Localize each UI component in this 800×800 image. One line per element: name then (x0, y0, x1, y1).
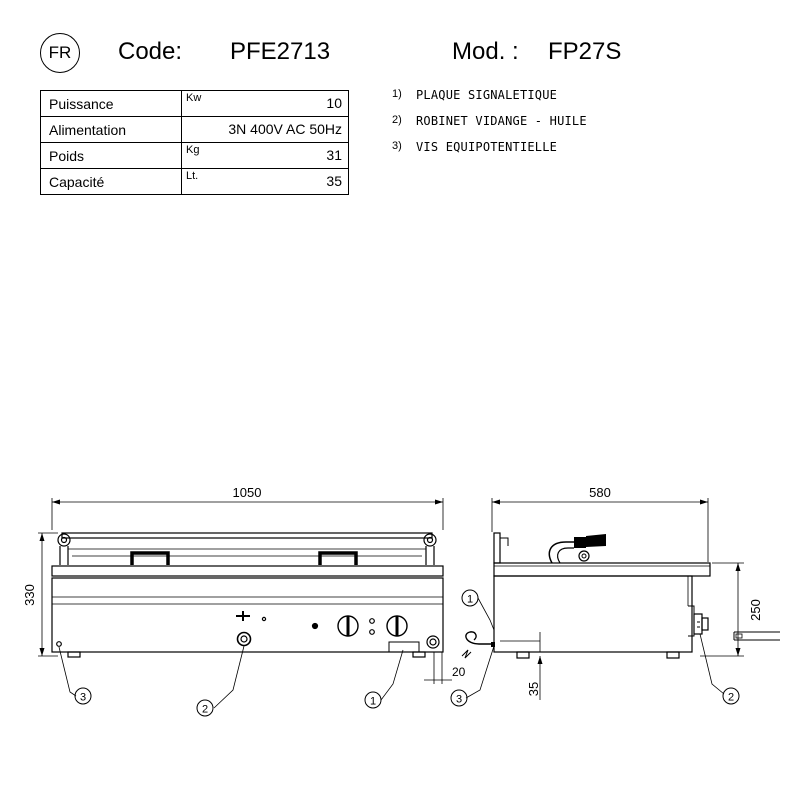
front-height-dimension: 330 (22, 532, 58, 657)
front-body (51, 577, 444, 653)
note-number: 3) (392, 140, 402, 152)
offset-dimension-label: 20 (452, 665, 466, 679)
control-knob-right (386, 615, 408, 637)
spec-label: Poids (40, 142, 182, 169)
front-view: 1050 330 (22, 485, 466, 709)
front-top-surface (51, 565, 444, 577)
note-item: 1) PLAQUE SIGNALETIQUE (392, 88, 587, 114)
lid-rail (61, 532, 433, 539)
side-lid-post (493, 532, 501, 564)
spec-row-weight: Poids Kg 31 (40, 142, 349, 169)
side-foot (666, 651, 680, 659)
side-depth-dimension: 580 (491, 485, 709, 562)
spec-table: Puissance Kw 10 Alimentation 3N 400V AC … (40, 90, 349, 195)
note-number: 1) (392, 88, 402, 100)
side-leg-dimension: 35 (526, 656, 543, 700)
side-outlet (426, 635, 440, 649)
data-plate (388, 641, 420, 653)
pilot-light (369, 618, 375, 624)
spec-label: Capacité (40, 168, 182, 195)
side-height-dimension: 250 (700, 562, 763, 657)
note-text: VIS EQUIPOTENTIELLE (416, 140, 558, 154)
spec-cell: Lt. 35 (181, 168, 349, 195)
left-hinge (57, 533, 71, 547)
svg-text:2: 2 (728, 692, 734, 704)
spec-value: 35 (326, 173, 342, 189)
callout-2-side: 2 (722, 687, 740, 705)
side-drain-tap (693, 613, 709, 635)
side-body (493, 575, 693, 653)
side-view: 580 (461, 485, 780, 700)
callout-1-side: 1 (461, 589, 479, 607)
note-item: 2) ROBINET VIDANGE - HUILE (392, 114, 587, 140)
side-foot (516, 651, 530, 659)
side-leg-label: 35 (526, 682, 541, 696)
spec-cell: 3N 400V AC 50Hz (181, 116, 349, 143)
indicator-light (311, 622, 319, 630)
side-basket-handle (548, 534, 606, 564)
svg-text:3: 3 (456, 694, 462, 706)
front-width-dimension: 1050 (51, 485, 444, 530)
note-text: ROBINET VIDANGE - HUILE (416, 114, 587, 128)
right-hinge-pin (426, 536, 434, 544)
note-text: PLAQUE SIGNALETIQUE (416, 88, 558, 102)
note-item: 3) VIS EQUIPOTENTIELLE (392, 140, 587, 166)
spec-row-supply: Alimentation 3N 400V AC 50Hz (40, 116, 349, 143)
pilot-light (369, 629, 375, 635)
side-depth-label: 580 (589, 485, 611, 500)
side-outlet-inner (429, 638, 437, 646)
callout-3-side: 3 (450, 689, 468, 707)
spec-value: 3N 400V AC 50Hz (228, 121, 342, 137)
notes-legend: 1) PLAQUE SIGNALETIQUE 2) ROBINET VIDANG… (392, 88, 587, 166)
language-badge-label: FR (48, 43, 72, 62)
callout-3-front: 3 (74, 687, 92, 705)
note-number: 2) (392, 114, 402, 126)
callout-2-front: 2 (196, 699, 214, 717)
callout-1-front: 1 (364, 691, 382, 709)
front-height-label: 330 (22, 584, 37, 606)
spec-unit: Kg (186, 144, 200, 156)
spec-row-capacity: Capacité Lt. 35 (40, 168, 349, 195)
spec-value: 10 (326, 95, 342, 111)
spec-label: Puissance (40, 90, 182, 117)
right-hinge (423, 533, 437, 547)
side-equipotential-connection (461, 631, 495, 659)
code-label: Code: (118, 38, 183, 65)
front-width-label: 1050 (233, 485, 262, 500)
model-label: Mod. : (452, 38, 519, 65)
svg-text:1: 1 (370, 696, 376, 708)
right-basket-handle (318, 551, 358, 565)
front-foot (412, 651, 426, 658)
spec-unit: Lt. (186, 170, 199, 182)
svg-text:2: 2 (202, 704, 208, 716)
code-value: PFE2713 (230, 38, 331, 65)
front-foot (67, 651, 81, 658)
side-top-surface (493, 562, 711, 577)
svg-text:3: 3 (80, 692, 86, 704)
model-value: FP27S (548, 38, 622, 65)
svg-text:1: 1 (467, 594, 473, 606)
equipotential-screw (56, 641, 62, 647)
left-hinge-pin (60, 536, 68, 544)
control-knob-left (337, 615, 359, 637)
language-badge: FR (40, 33, 80, 73)
side-height-label: 250 (748, 599, 763, 621)
spec-unit: Kw (186, 92, 202, 104)
left-basket-handle (130, 551, 170, 565)
spec-value: 31 (326, 147, 342, 163)
drain-tap (236, 611, 267, 647)
